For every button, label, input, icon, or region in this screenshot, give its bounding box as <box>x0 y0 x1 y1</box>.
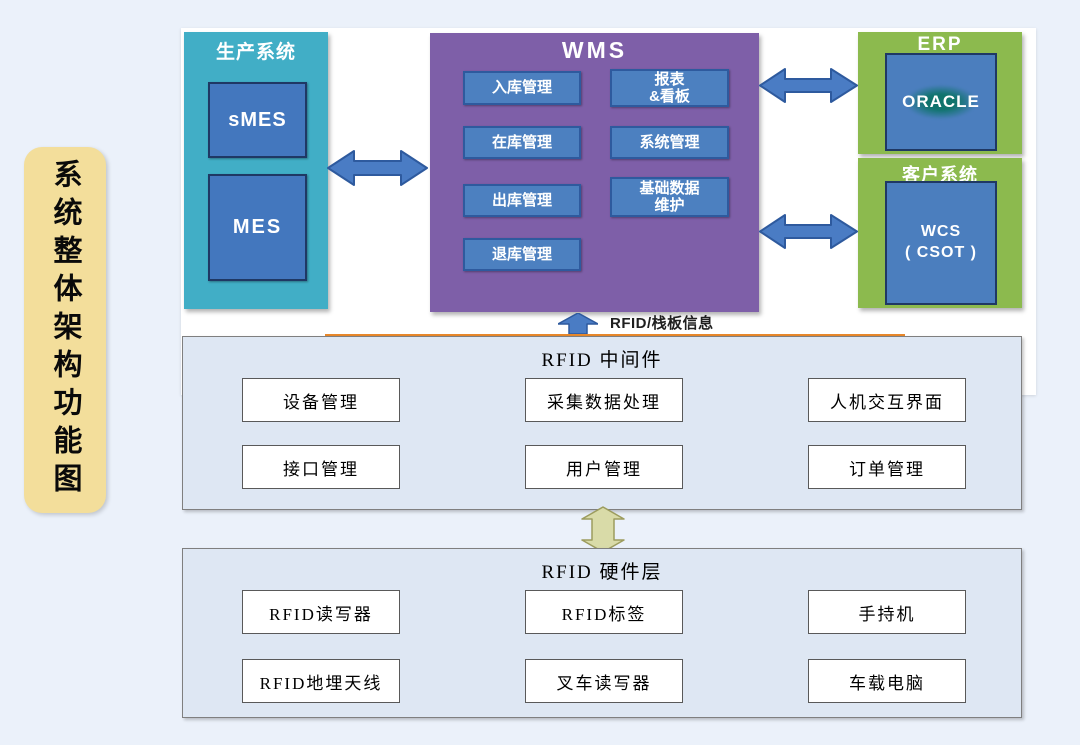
wms-item-base-data: 基础数据 维护 <box>610 177 729 217</box>
wms-item-inbound: 入库管理 <box>463 71 581 105</box>
customer-system-box: 客户系统 WCS ( CSOT ) <box>858 158 1022 308</box>
arrow-wms-erp-icon <box>759 68 858 103</box>
oracle-label: ORACLE <box>902 92 980 111</box>
arrow-production-wms-icon <box>327 150 428 186</box>
middleware-item-interface-mgmt: 接口管理 <box>242 445 400 489</box>
wcs-csot-box: WCS ( CSOT ) <box>885 181 997 305</box>
hardware-item-handheld: 手持机 <box>808 590 966 634</box>
wms-item-return: 退库管理 <box>463 238 581 271</box>
oracle-box: ORACLE <box>885 53 997 151</box>
middleware-item-hmi: 人机交互界面 <box>808 378 966 422</box>
arrow-middleware-hardware-icon <box>581 506 625 553</box>
wms-item-instock: 在库管理 <box>463 126 581 159</box>
wms-title: WMS <box>561 37 628 63</box>
erp-title: ERP <box>917 34 963 55</box>
hardware-item-rfid-tag: RFID标签 <box>525 590 683 634</box>
production-system-box: 生产系统 sMES MES <box>184 32 328 309</box>
middleware-item-device-mgmt: 设备管理 <box>242 378 400 422</box>
wms-item-system-mgmt: 系统管理 <box>610 126 729 159</box>
rfid-hardware-title: RFID 硬件层 <box>541 562 663 583</box>
mes-box: MES <box>208 174 307 281</box>
hardware-item-ground-antenna: RFID地埋天线 <box>242 659 400 703</box>
rfid-middleware-section: RFID 中间件 设备管理 采集数据处理 人机交互界面 接口管理 用户管理 订单… <box>182 336 1022 510</box>
wms-box: WMS 入库管理 在库管理 出库管理 退库管理 报表 &看板 系统管理 基础数据… <box>430 33 759 312</box>
wms-item-report-dashboard: 报表 &看板 <box>610 69 729 107</box>
production-system-title: 生产系统 <box>215 42 296 63</box>
orange-divider-line <box>325 334 905 337</box>
arrow-rfid-flow-up-icon <box>558 313 598 334</box>
hardware-item-rfid-reader: RFID读写器 <box>242 590 400 634</box>
erp-box: ERP ORACLE <box>858 32 1022 154</box>
wms-item-outbound: 出库管理 <box>463 184 581 217</box>
middleware-item-data-processing: 采集数据处理 <box>525 378 683 422</box>
page-vertical-title-text: 系统整体架构功能图 <box>49 159 81 501</box>
middleware-item-user-mgmt: 用户管理 <box>525 445 683 489</box>
page-vertical-title: 系统整体架构功能图 <box>24 147 106 513</box>
rfid-middleware-title: RFID 中间件 <box>541 350 663 371</box>
rfid-flow-label: RFID/栈板信息 <box>610 315 714 332</box>
smes-box: sMES <box>208 82 307 158</box>
rfid-hardware-section: RFID 硬件层 RFID读写器 RFID标签 手持机 RFID地埋天线 叉车读… <box>182 548 1022 718</box>
arrow-wms-customer-icon <box>759 214 858 249</box>
middleware-item-order-mgmt: 订单管理 <box>808 445 966 489</box>
customer-system-title: 客户系统 <box>902 165 978 185</box>
hardware-item-vehicle-computer: 车载电脑 <box>808 659 966 703</box>
hardware-item-forklift-reader: 叉车读写器 <box>525 659 683 703</box>
